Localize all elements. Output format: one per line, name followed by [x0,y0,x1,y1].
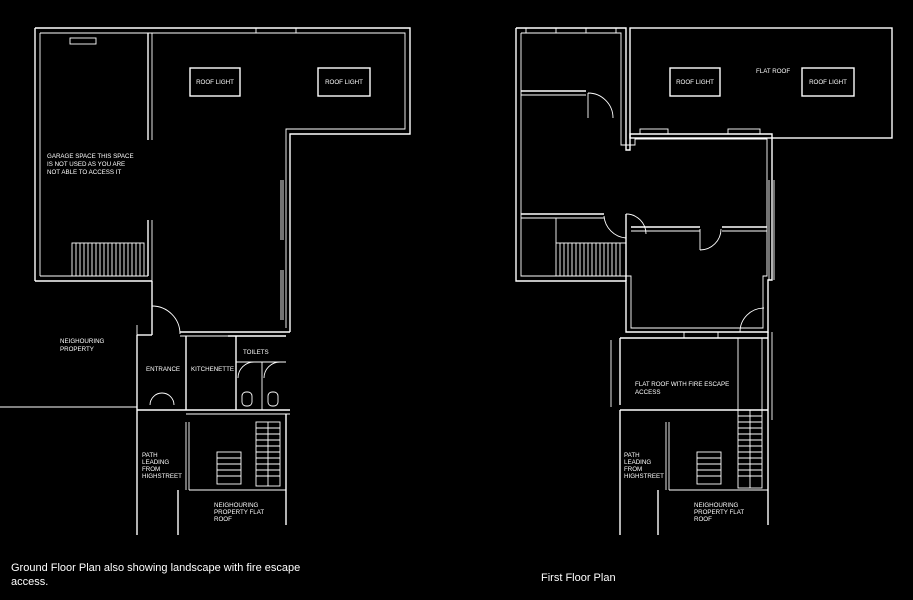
first-path-label-line4: HIGHSTREET [624,473,664,480]
garage-label-line2: IS NOT USED AS YOU ARE [47,161,125,168]
first-door-2 [603,215,627,239]
ground-staircase [71,242,145,277]
ground-top-window-2 [255,27,297,34]
first-roof-light-label-2: ROOF LIGHT [809,79,847,86]
entrance-double-door [149,392,175,406]
ground-floor-caption: Ground Floor Plan also showing landscape… [11,562,301,588]
ground-top-window-1 [69,37,97,45]
first-flatroof-label-line3: ROOF [694,516,712,523]
ground-fire-escape-stair-2 [216,451,242,485]
path-label-line3: FROM [142,466,160,473]
path-label-line4: HIGHSTREET [142,473,182,480]
first-outer-wall [515,27,773,333]
first-outer-wall-inner [520,32,768,329]
roof-light-label-2: ROOF LIGHT [325,79,363,86]
roof-light-label-1: ROOF LIGHT [196,79,234,86]
first-door-5 [739,307,765,333]
toilet-bowl-1 [241,391,253,407]
first-fire-escape-stair-1 [737,337,763,489]
first-top-window-2 [585,27,617,34]
ground-outer-wall-inner [40,32,406,328]
flat-roof-area [629,27,893,139]
path-label-line1: PATH [142,452,158,459]
entrance-door-swing [151,305,181,335]
roof-light-box-2 [317,67,371,97]
first-door-3 [699,228,722,251]
flatroof-label-line1: NEIGHOURING [214,502,259,509]
ground-outer-wall [35,27,411,332]
neighbour-label-line2: PROPERTY [60,346,94,353]
first-mid-window-1 [639,128,669,135]
kitchenette-label: KITCHENETTE [191,366,234,373]
first-path-label-line3: FROM [624,466,642,473]
fire-escape-roof-window [683,331,719,339]
first-fire-escape-stair-2 [696,451,722,485]
neighbour-label-line1: NEIGHOURING [60,338,105,345]
first-path-label-line1: PATH [624,452,640,459]
toilets-label: TOILETS [243,349,269,356]
fire-escape-label-line1: FLAT ROOF WITH FIRE ESCAPE [635,381,729,388]
roof-light-box-1 [189,67,241,97]
flatroof-label-line3: ROOF [214,516,232,523]
ground-fire-escape-stair-1 [255,421,281,487]
entrance-label: ENTRANCE [146,366,180,373]
garage-label-line3: NOT ABLE TO ACCESS IT [47,169,121,176]
first-floor-caption: First Floor Plan [541,572,616,584]
first-floor-plan: FLAT ROOF ROOF LIGHT ROOF LIGHT [515,27,893,535]
toilet-door-1 [237,361,255,379]
first-mid-window-2 [727,128,761,135]
toilet-bowl-2 [267,391,279,407]
ground-floor-plan: ROOF LIGHT ROOF LIGHT GARAGE SPACE THIS … [0,27,411,535]
first-top-window-1 [525,27,557,34]
toilet-door-2 [263,361,281,379]
first-roof-light-box-2 [801,67,855,97]
first-staircase [555,218,627,277]
flatroof-label-line2: PROPERTY FLAT [214,509,264,516]
garage-label-line1: GARAGE SPACE THIS SPACE [47,153,134,160]
first-roof-light-label-1: ROOF LIGHT [676,79,714,86]
path-label-line2: LEADING [142,459,169,466]
first-roof-light-box-1 [669,67,721,97]
fire-escape-label-line2: ACCESS [635,389,660,396]
flat-roof-label: FLAT ROOF [756,68,790,75]
first-door-1 [587,92,614,119]
first-flatroof-label-line2: PROPERTY FLAT [694,509,744,516]
first-flatroof-label-line1: NEIGHOURING [694,502,739,509]
first-path-label-line2: LEADING [624,459,651,466]
first-door-4 [625,213,647,235]
